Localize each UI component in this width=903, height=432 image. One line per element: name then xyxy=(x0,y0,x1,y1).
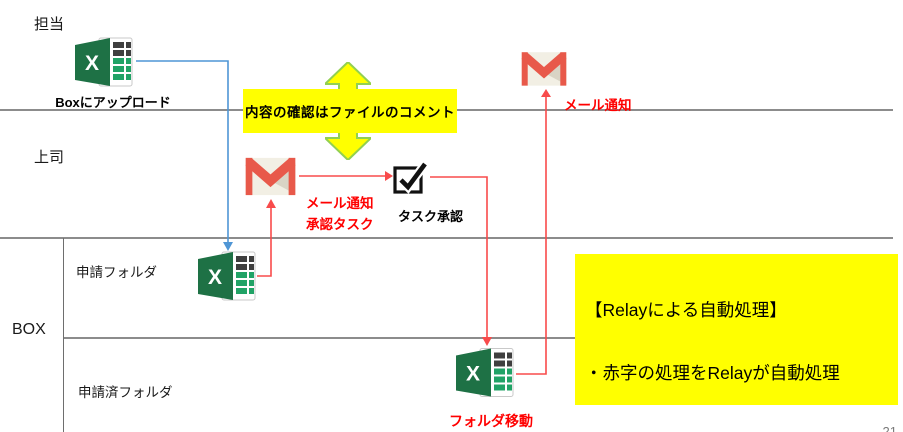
excel-icon-upload: X xyxy=(72,36,134,93)
lane-label-boss: 上司 xyxy=(34,149,65,166)
comment-callout: 内容の確認はファイルのコメント xyxy=(243,89,457,133)
mail-notice-top-label: メール通知 xyxy=(564,98,632,113)
gmail-icon-middle xyxy=(243,155,298,202)
mail-to-task-connector-red xyxy=(299,171,393,181)
svg-text:X: X xyxy=(466,363,480,386)
upload-step-label: Boxにアップロード xyxy=(55,95,171,110)
relay-note-line: 【Relayによる自動処理】 xyxy=(585,300,787,320)
gmail-icon-top xyxy=(520,49,568,93)
lane-label-worker: 担当 xyxy=(34,16,65,33)
lane-divider-boss-box xyxy=(0,237,893,239)
lane-divider-folders xyxy=(63,337,575,339)
mail-notice-mid-label: メール通知 xyxy=(306,196,374,211)
upload-connector-blue xyxy=(136,60,233,251)
lane-label-box: BOX xyxy=(12,321,46,338)
folder-move-label: フォルダ移動 xyxy=(449,413,533,429)
task-create-connector-red xyxy=(257,199,276,277)
task-approval-checkbox-icon xyxy=(392,160,430,199)
relay-note-box: 【Relayによる自動処理】 ・赤字の処理をRelayが自動処理 ・ファイルにタ… xyxy=(575,254,898,405)
svg-text:X: X xyxy=(208,266,222,289)
approval-task-label: 承認タスク xyxy=(306,217,374,232)
relay-note-line: ・赤字の処理をRelayが自動処理 xyxy=(585,363,840,383)
folder-label-requested: 申請済フォルダ xyxy=(78,385,173,400)
box-lane-vertical-line xyxy=(63,238,64,432)
approve-to-move-connector-red xyxy=(430,176,492,346)
page-number: 21 xyxy=(882,424,897,432)
folder-label-request: 申請フォルダ xyxy=(76,265,157,280)
excel-icon-request-folder: X xyxy=(195,250,257,307)
task-approve-label: タスク承認 xyxy=(398,209,464,224)
move-to-mail-connector-red xyxy=(516,89,551,375)
svg-text:X: X xyxy=(85,52,99,75)
excel-icon-requested-folder: X xyxy=(453,345,515,405)
